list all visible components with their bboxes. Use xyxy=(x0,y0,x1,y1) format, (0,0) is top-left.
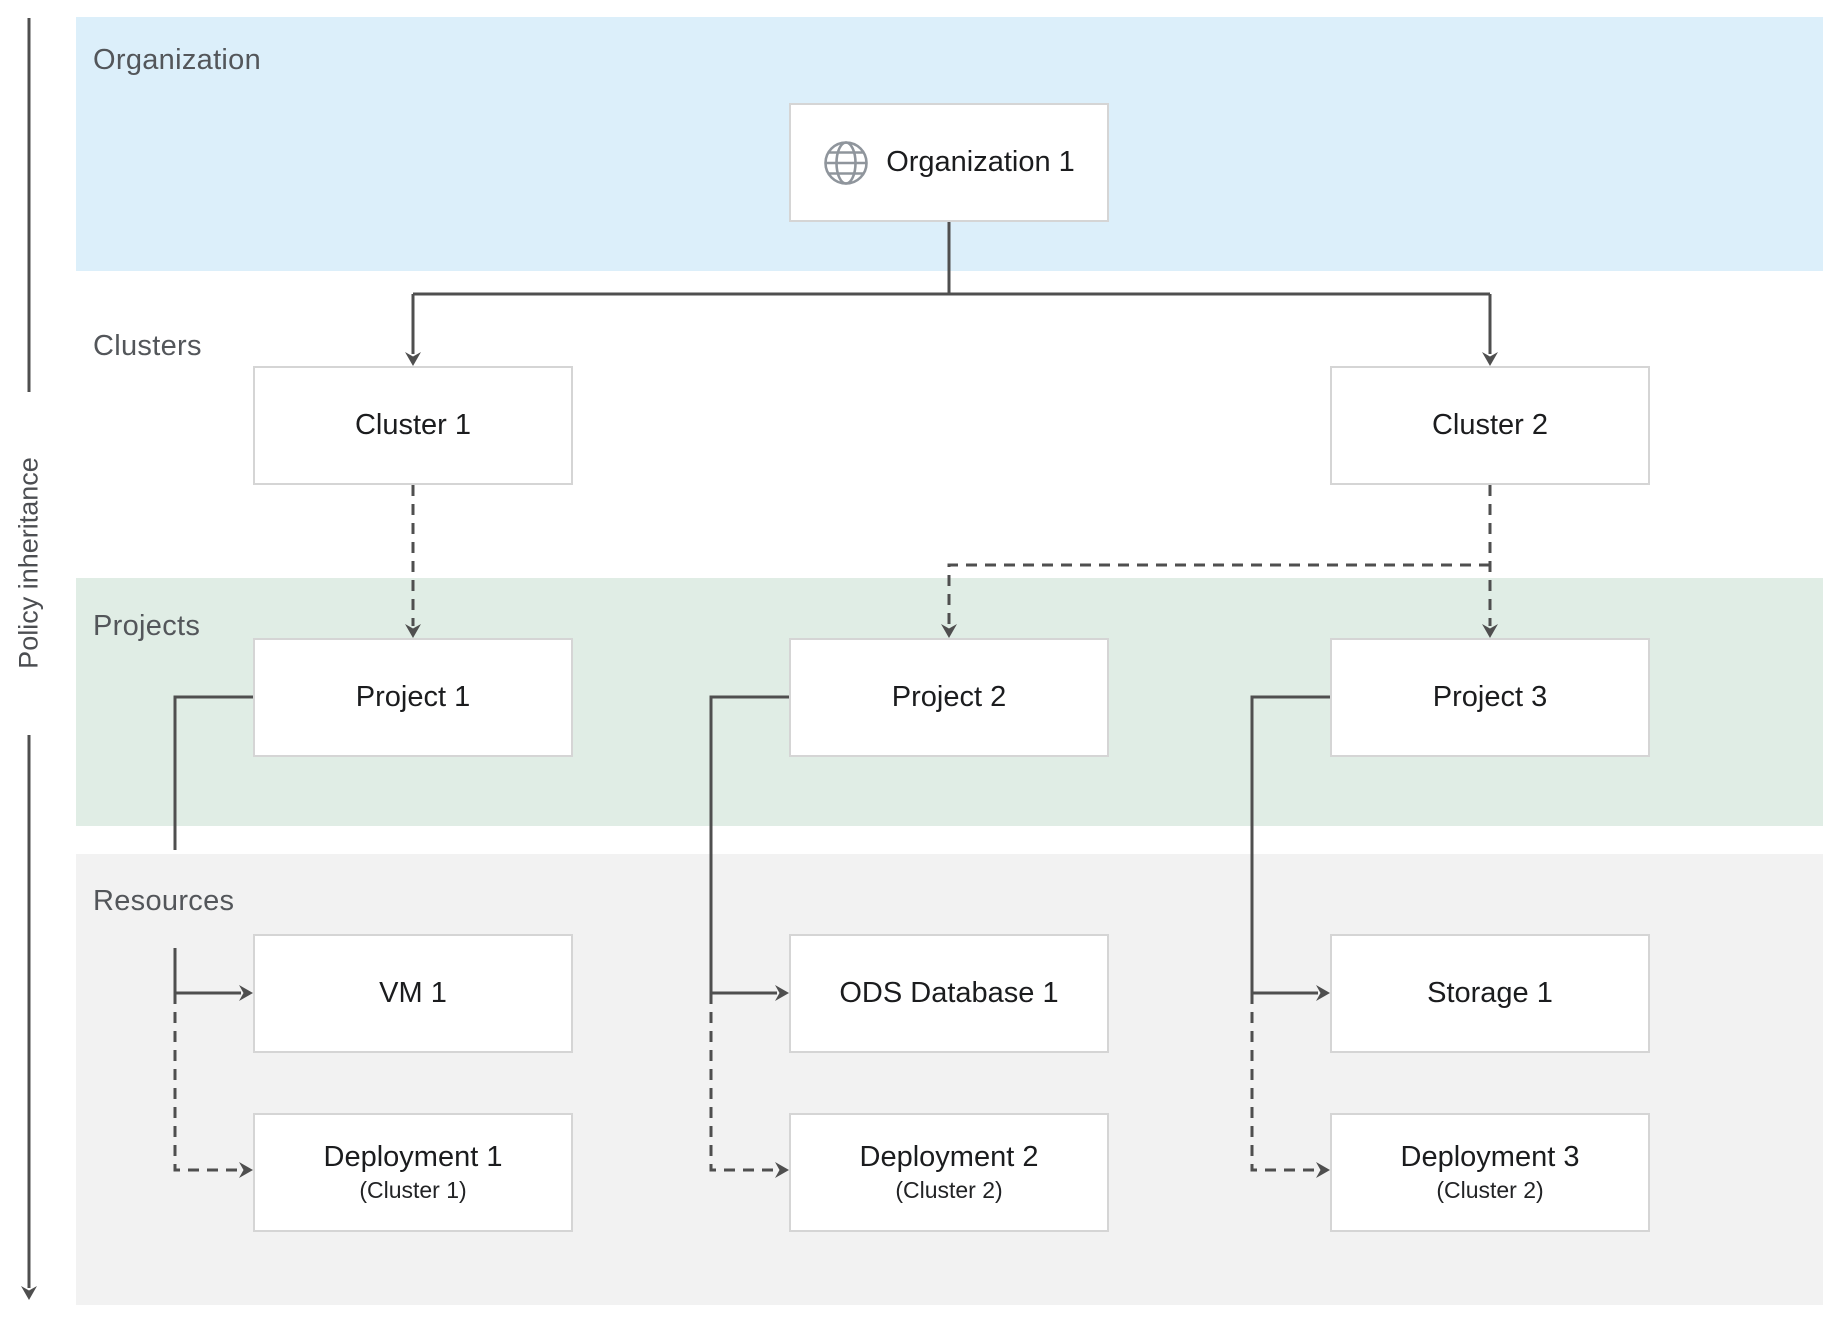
node-deployment-3: Deployment 3 (Cluster 2) xyxy=(1330,1113,1650,1232)
node-project-1: Project 1 xyxy=(253,638,573,757)
node-project-3: Project 3 xyxy=(1330,638,1650,757)
node-ods-database-1: ODS Database 1 xyxy=(789,934,1109,1053)
node-label: Storage 1 xyxy=(1427,976,1553,1009)
edge-org-branch xyxy=(413,222,1490,296)
node-storage-1: Storage 1 xyxy=(1330,934,1650,1053)
node-label: Deployment 3 xyxy=(1400,1141,1580,1174)
node-label: VM 1 xyxy=(379,976,447,1009)
node-label: Project 3 xyxy=(1432,680,1548,713)
node-label: Cluster 1 xyxy=(354,408,472,441)
node-cluster-1: Cluster 1 xyxy=(253,366,573,485)
projects-band-label: Projects xyxy=(93,610,201,642)
node-vm-1: VM 1 xyxy=(253,934,573,1053)
node-label: Organization 1 xyxy=(886,145,1075,178)
policy-inheritance-axis-label: Policy inheritance xyxy=(13,457,44,669)
clusters-band-label: Clusters xyxy=(93,330,202,362)
node-label: Project 2 xyxy=(891,680,1007,713)
node-sublabel: (Cluster 2) xyxy=(895,1177,1003,1204)
node-organization-1: Organization 1 xyxy=(789,103,1109,222)
node-sublabel: (Cluster 2) xyxy=(1436,1177,1544,1204)
edge-project2-ods1 xyxy=(709,695,789,1001)
node-deployment-1: Deployment 1 (Cluster 1) xyxy=(253,1113,573,1232)
node-sublabel: (Cluster 1) xyxy=(359,1177,467,1204)
node-label: Deployment 1 xyxy=(323,1141,503,1174)
edge-project3-storage1 xyxy=(1250,695,1330,1001)
node-label: Project 1 xyxy=(355,680,471,713)
organization-band-label: Organization xyxy=(93,44,262,76)
globe-icon xyxy=(823,140,869,186)
edge-project2-deployment2 xyxy=(709,993,789,1178)
edge-project1-vm1 xyxy=(173,695,253,993)
node-label: Cluster 2 xyxy=(1431,408,1549,441)
node-project-2: Project 2 xyxy=(789,638,1109,757)
node-deployment-2: Deployment 2 (Cluster 2) xyxy=(789,1113,1109,1232)
node-label: ODS Database 1 xyxy=(839,976,1059,1009)
node-label: Deployment 2 xyxy=(859,1141,1039,1174)
edge-project3-deployment3 xyxy=(1250,993,1330,1178)
node-cluster-2: Cluster 2 xyxy=(1330,366,1650,485)
edge-project1-deployment1 xyxy=(173,993,253,1178)
resources-band-label: Resources xyxy=(93,885,235,917)
edge-cluster2-project2 xyxy=(941,563,1490,638)
